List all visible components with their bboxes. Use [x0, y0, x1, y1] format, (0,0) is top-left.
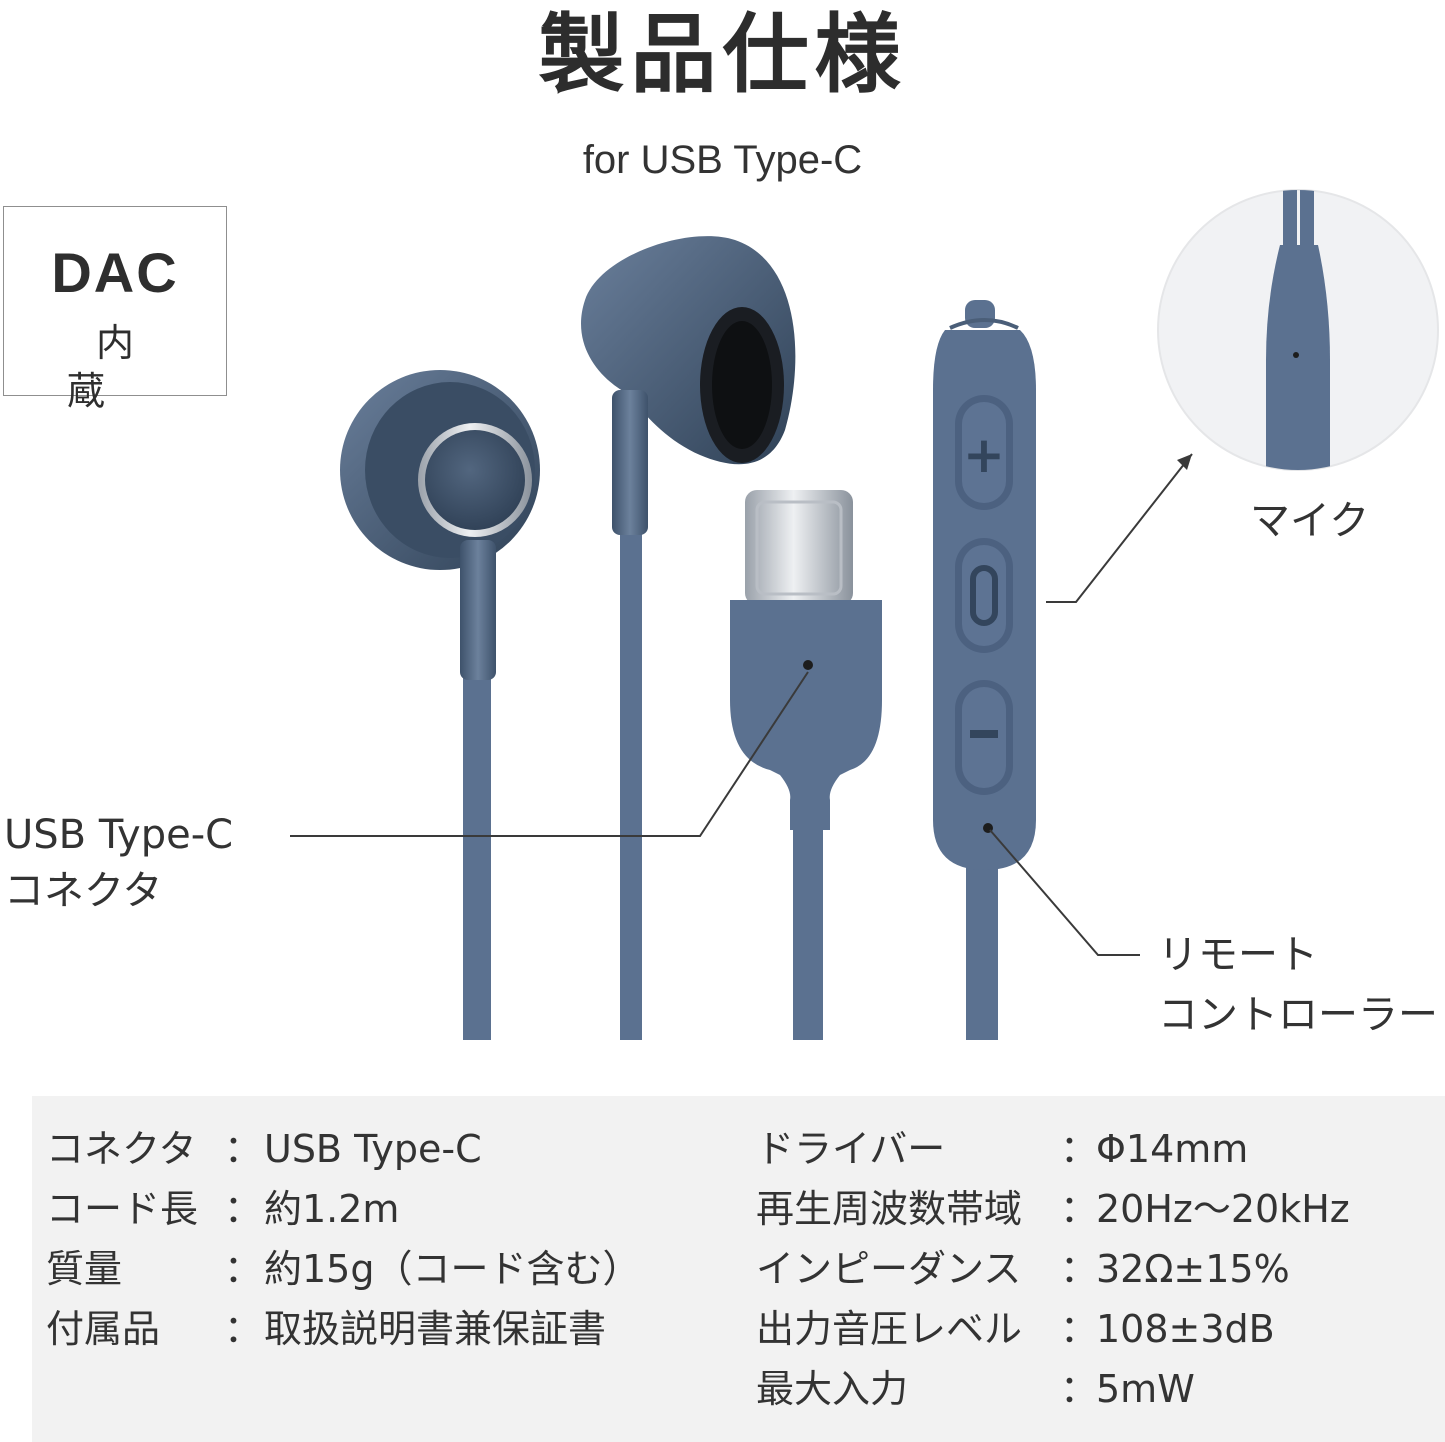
page-title: 製品仕様 [538, 5, 907, 105]
left-cord [463, 670, 491, 1040]
connector-callout-line1: USB Type-C [4, 812, 234, 858]
spec-label: コード長 [46, 1187, 199, 1231]
spec-separator: ： [1060, 1307, 1099, 1351]
spec-value: 108±3dB [1096, 1307, 1275, 1351]
spec-separator: ： [1060, 1247, 1099, 1291]
remote-controller: + [933, 300, 1036, 870]
right-earbud [581, 236, 796, 535]
spec-separator: ： [224, 1187, 263, 1231]
spec-label: コネクタ [46, 1127, 197, 1171]
remote-callout-line2: コントローラー [1158, 992, 1438, 1038]
plus-icon: + [963, 426, 1005, 484]
page-subtitle: for USB Type-C [582, 138, 863, 182]
dac-badge: DAC 内蔵 [3, 206, 227, 413]
spec-value: 32Ω±15% [1096, 1247, 1290, 1291]
spec-value: 取扱説明書兼保証書 [264, 1307, 607, 1351]
left-earbud [340, 370, 540, 680]
right-cord [620, 520, 642, 1040]
spec-separator: ： [224, 1307, 263, 1351]
left-earbud-stem [460, 540, 496, 680]
usb-c-housing [730, 600, 882, 830]
spec-label: インピーダンス [756, 1247, 1022, 1291]
circle-icon [970, 565, 998, 626]
leader-lines [290, 453, 1193, 956]
spec-separator: ： [1060, 1367, 1099, 1411]
spec-value: 20Hz～20kHz [1096, 1187, 1350, 1231]
usb-c-plug [745, 490, 853, 605]
remote-cord [966, 860, 998, 1040]
spec-value: USB Type-C [264, 1127, 482, 1171]
mic-cord [1266, 245, 1330, 470]
connector-callout-line2: コネクタ [4, 868, 163, 914]
spec-label: 最大入力 [756, 1367, 909, 1411]
usb-c-connector [730, 490, 882, 830]
spec-label: 出力音圧レベル [756, 1307, 1023, 1351]
spec-separator: ： [1060, 1187, 1099, 1231]
usb-cord [793, 820, 823, 1040]
dac-badge-line1: DAC [51, 241, 179, 304]
minus-icon [970, 730, 998, 738]
dac-badge-line2: 内蔵 [66, 321, 192, 413]
mic-callout: マイク [1250, 498, 1370, 544]
spec-value: Φ14mm [1096, 1127, 1249, 1171]
remote-callout-line1: リモート [1158, 932, 1318, 978]
spec-label: 付属品 [46, 1307, 161, 1351]
spec-value: 約1.2m [264, 1187, 400, 1231]
right-earbud-stem [612, 390, 648, 535]
left-earbud-cap [425, 430, 525, 530]
spec-separator: ： [1060, 1127, 1099, 1171]
product-illustration: + [290, 189, 1439, 1040]
spec-label: 再生周波数帯域 [756, 1187, 1023, 1231]
spec-label: ドライバー [756, 1127, 946, 1171]
spec-separator: ： [224, 1247, 263, 1291]
spec-value: 5mW [1096, 1367, 1195, 1411]
cords [463, 520, 998, 1040]
spec-value: 約15g（コード含む） [264, 1247, 641, 1291]
spec-label: 質量 [46, 1247, 123, 1291]
spec-separator: ： [224, 1127, 263, 1171]
spec-panel: コネクタ ： USB Type-C コード長 ： 約1.2m 質量 ： 約15g… [32, 1096, 1445, 1442]
mic-detail [1157, 189, 1439, 471]
